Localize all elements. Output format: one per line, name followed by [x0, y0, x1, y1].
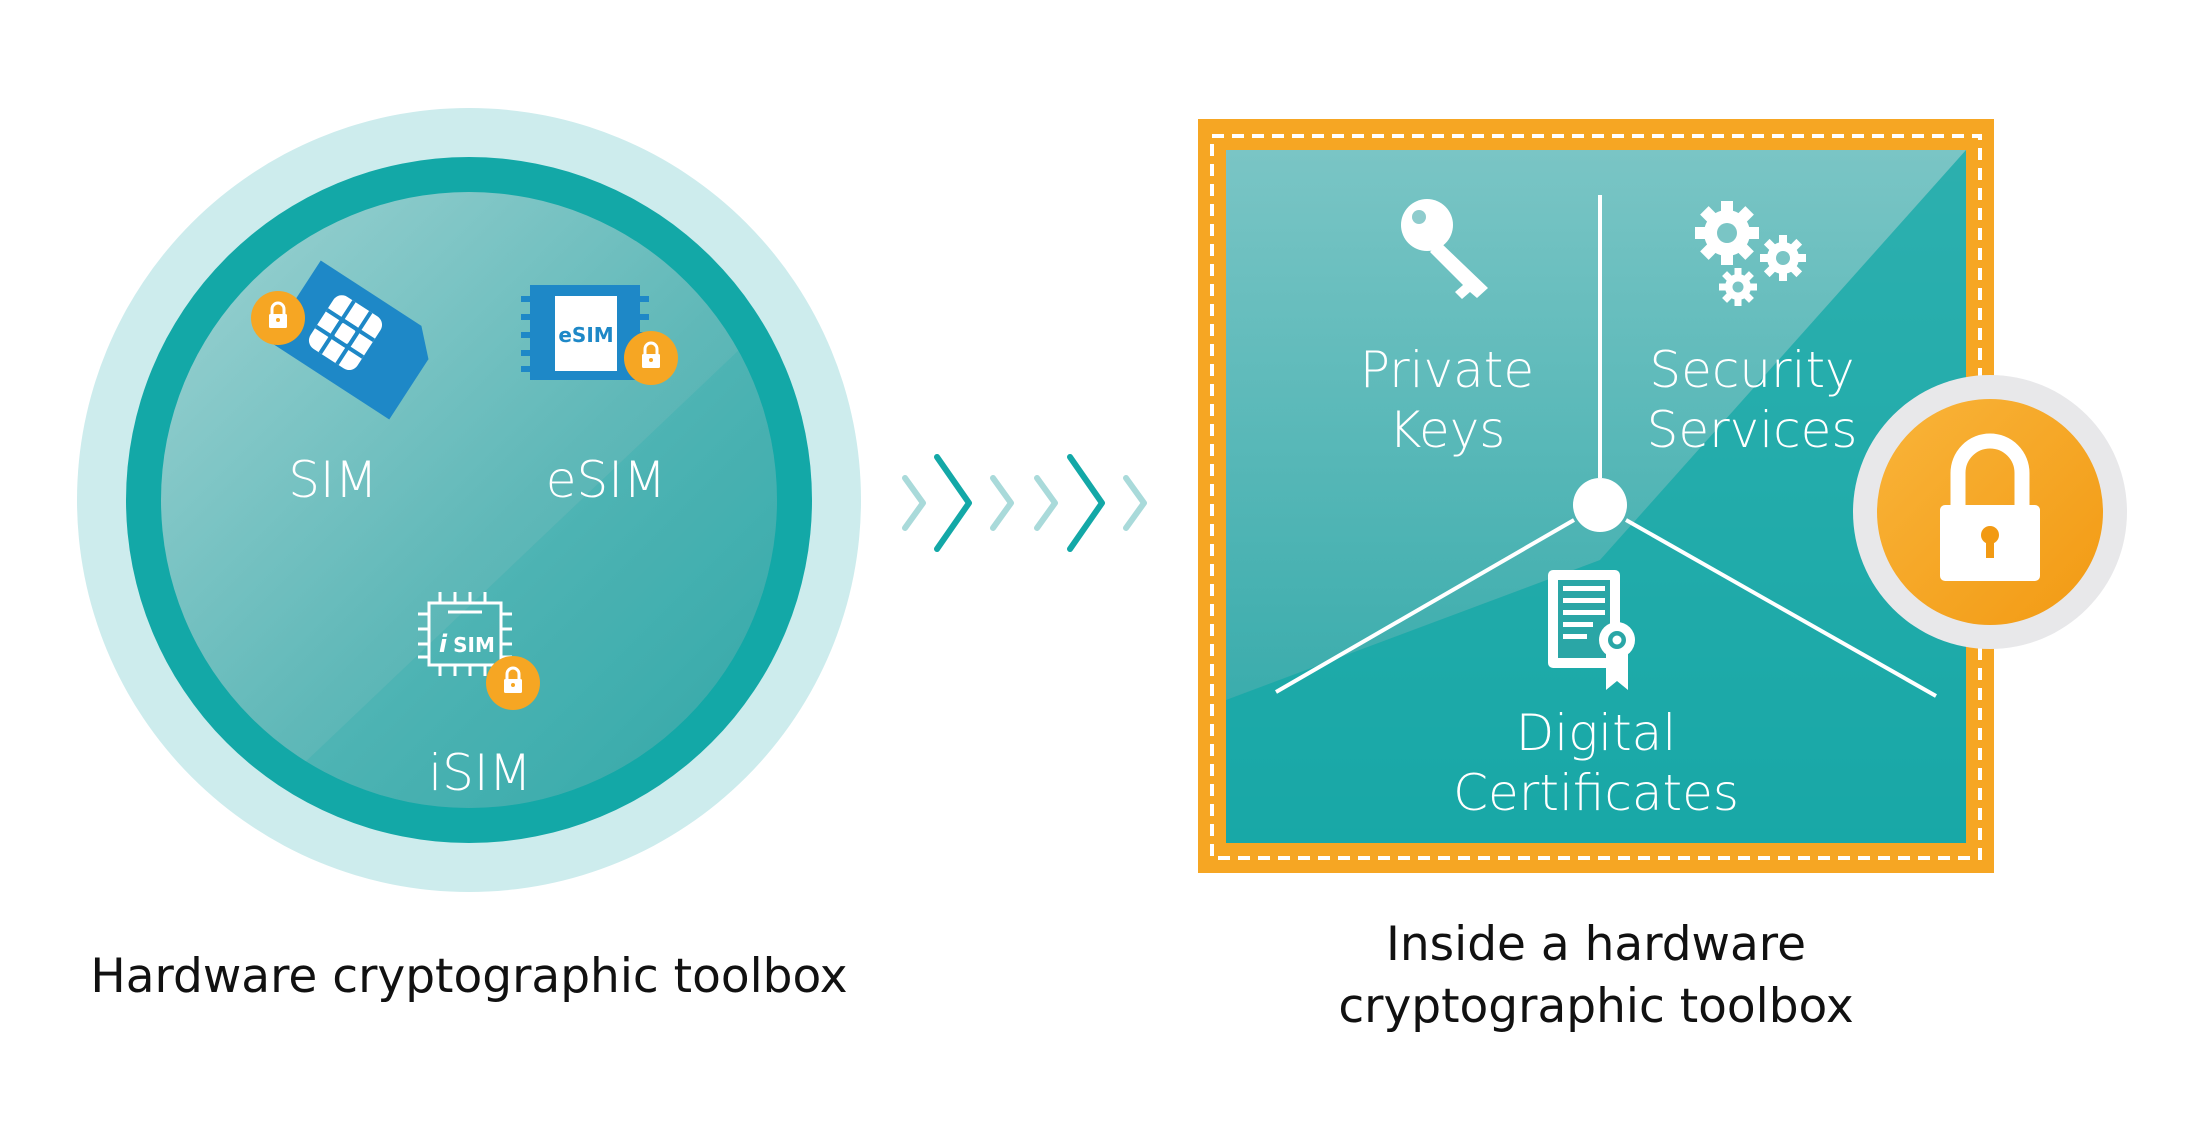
esim-item: eSIM eSIM [521, 285, 680, 509]
lock-icon [1940, 433, 2040, 581]
isim-item: i SIM iSIM [418, 592, 542, 802]
private-keys-line2: Keys [1389, 401, 1506, 459]
lock-icon [249, 289, 307, 347]
sim-card-icon [268, 260, 429, 420]
esim-chip-text: eSIM [558, 323, 613, 347]
chevron-right-icon [902, 475, 926, 531]
chevron-right-icon [990, 475, 1014, 531]
digital-certificates-line2: Certificates [1453, 764, 1739, 822]
lock-icon [622, 329, 680, 387]
isim-chip-icon [418, 592, 512, 676]
esim-label: eSIM [546, 451, 666, 509]
hub-node [1573, 478, 1627, 532]
digital-certificates-line1: Digital [1516, 704, 1676, 762]
digital-certificates-section: Digital Certificates [1453, 570, 1739, 822]
isim-chip-i: i [439, 630, 448, 658]
right-caption-line1: Inside a hardware [1386, 917, 1806, 972]
isim-label: iSIM [428, 744, 532, 802]
chevron-right-icon [1034, 475, 1058, 531]
padlock-badge [1853, 375, 2127, 649]
left-caption: Hardware cryptographic toolbox [90, 949, 847, 1004]
chevron-right-icon [934, 454, 972, 552]
private-keys-line1: Private [1360, 341, 1534, 399]
certificate-icon [1548, 570, 1635, 690]
private-keys-section: Private Keys [1360, 199, 1534, 459]
lock-icon [484, 654, 542, 712]
security-services-line1: Security [1649, 341, 1854, 399]
transition-arrows [902, 454, 1147, 552]
security-services-line2: Services [1647, 401, 1858, 459]
sim-item: SIM [249, 260, 429, 509]
security-services-section: Security Services [1647, 201, 1858, 459]
isim-chip-text: SIM [453, 633, 495, 657]
sim-label: SIM [288, 451, 378, 509]
key-icon [1401, 199, 1488, 299]
chevron-right-icon [1067, 454, 1105, 552]
right-caption-line2: cryptographic toolbox [1338, 979, 1853, 1034]
chevron-right-icon [1123, 475, 1147, 531]
